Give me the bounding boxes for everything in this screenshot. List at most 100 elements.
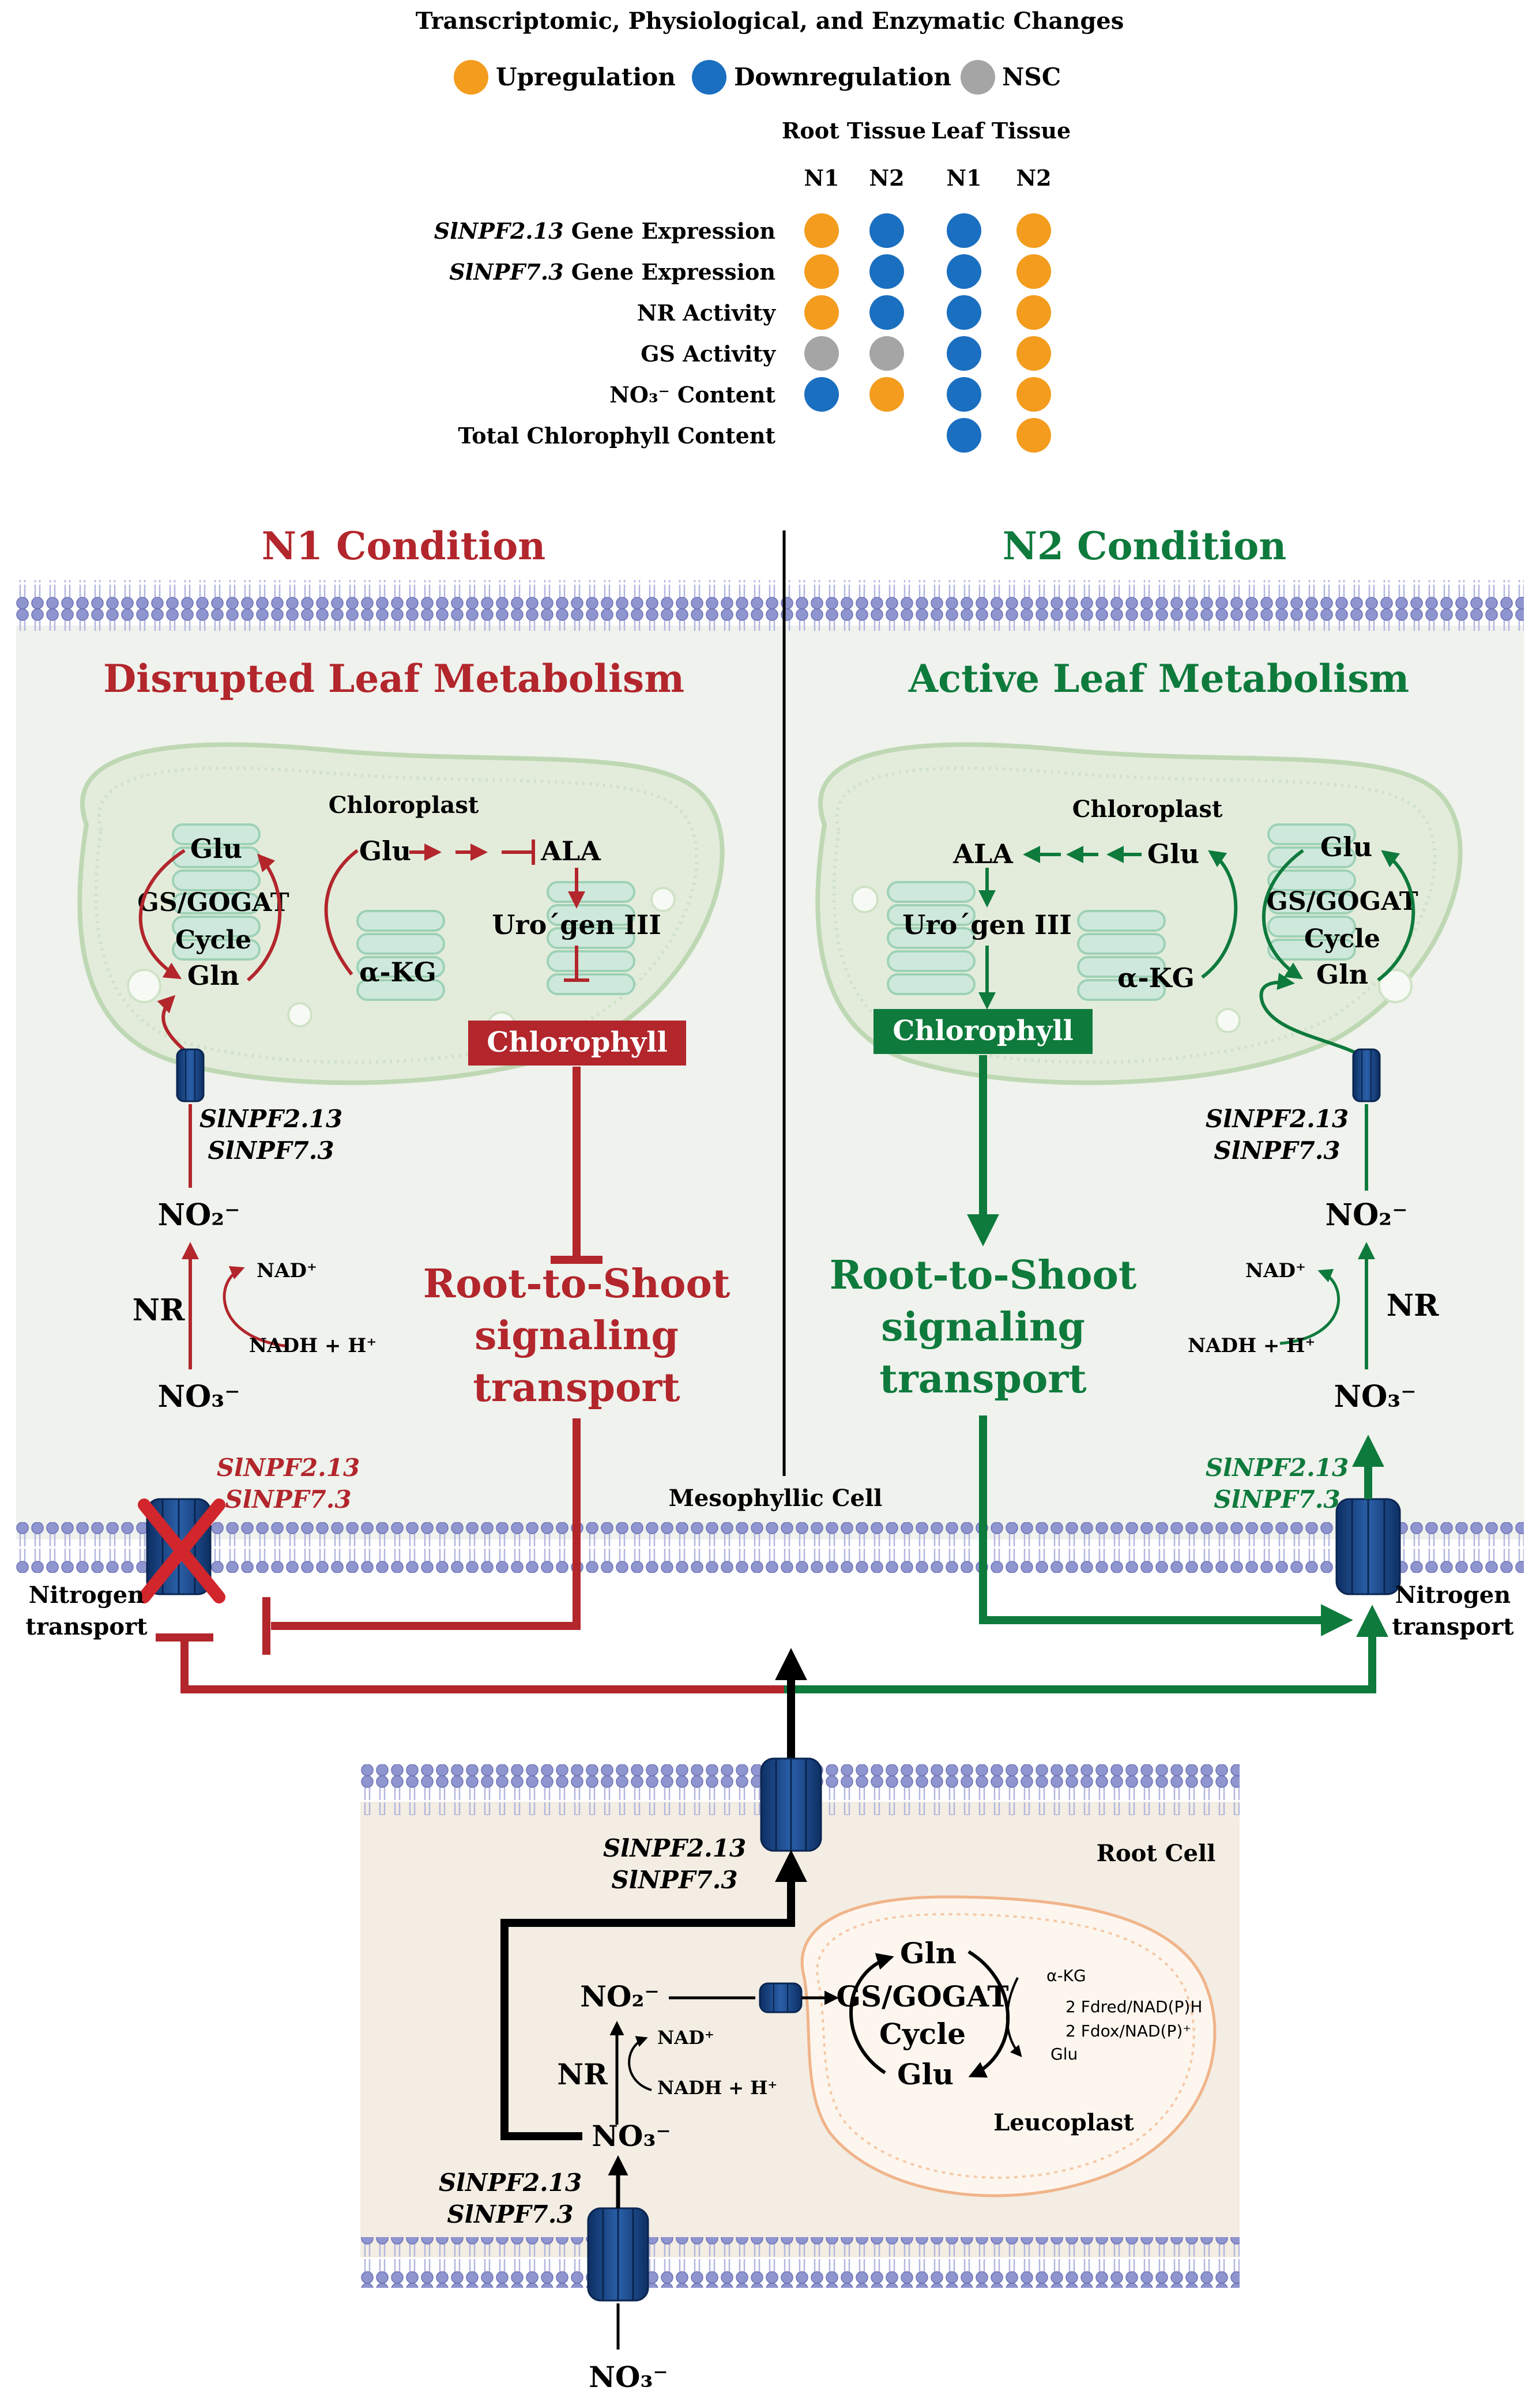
n1-signal-line3: transport	[473, 1365, 680, 1411]
root-fd-red: 2 Fdred/NAD(P)H	[1065, 1997, 1202, 2016]
root-akg: α-KG	[1046, 1966, 1086, 1985]
row-label-gene: SlNPF2.13	[434, 218, 564, 244]
n1-chloroplast-transporter-icon	[176, 1048, 205, 1102]
root-uptake-transporter-label: SlNPF7.3	[447, 2200, 573, 2228]
n2-cofactor-arrow	[1279, 1268, 1340, 1345]
status-dot-up	[1016, 418, 1051, 453]
n1-cycle: Cycle	[175, 925, 251, 955]
row-label: SlNPF2.13 Gene Expression	[434, 218, 775, 244]
n1-cofactor-arrow	[223, 1266, 289, 1348]
n2-transporter-label: SlNPF7.3	[1214, 1136, 1340, 1165]
root-uptake-transporter-icon	[587, 2207, 649, 2302]
row-label-text: Gene Expression	[564, 259, 775, 285]
n1-xylem-path	[180, 1637, 784, 1693]
n2-chlorophyll: Chlorophyll	[893, 1015, 1073, 1047]
n2-nr: NR	[1387, 1288, 1440, 1323]
n1-chlorophyll: Chlorophyll	[487, 1026, 667, 1059]
root-uptake-transporter-label: SlNPF2.13	[439, 2168, 582, 2197]
row-label-text: Gene Expression	[564, 218, 775, 244]
status-dot-up	[804, 254, 839, 289]
leucoplast-organelle	[800, 1895, 1217, 2197]
table-dots	[804, 213, 1051, 453]
status-dot-up	[1016, 377, 1051, 412]
n2-transporter-label: SlNPF2.13	[1206, 1105, 1349, 1133]
n1-akg: α-KG	[359, 957, 436, 988]
n2-signal-line1: Root-to-Shoot	[830, 1252, 1137, 1298]
n2-urogen: Uro´gen III	[902, 909, 1071, 940]
root-xylem-loading-path	[500, 1850, 807, 2140]
n2-akg: α-KG	[1117, 962, 1195, 993]
n2-metabolism-title: Active Leaf Metabolism	[908, 656, 1409, 701]
root-cofactor-arrow	[1006, 1977, 1022, 2058]
status-dot-up	[1016, 295, 1051, 330]
root-gsgogat: GS/GOGAT	[836, 1979, 1008, 2013]
legend-nsc-label: NSC	[1002, 63, 1061, 91]
leaf-membrane-top	[16, 580, 1524, 631]
group-header-root: Root Tissue	[782, 118, 926, 144]
root-fd-ox: 2 Fdox/NAD(P)⁺	[1065, 2021, 1191, 2040]
n1-signal-line1: Root-to-Shoot	[423, 1261, 731, 1307]
root-no2: NO₂⁻	[580, 1979, 660, 2013]
n1-blocked-transporter-label: SlNPF7.3	[225, 1485, 351, 1514]
col-header-root-n1: N1	[804, 165, 839, 191]
n2-chloroplast-arrows	[978, 846, 1415, 1057]
root-gln: Gln	[900, 1936, 957, 1970]
n1-metabolism-title: Disrupted Leaf Metabolism	[103, 656, 684, 701]
root-xylem-transporter-label: SlNPF2.13	[603, 1834, 746, 1862]
legend-up-label: Upregulation	[496, 63, 676, 91]
n2-membrane-transporter-icon	[1335, 1498, 1401, 1595]
n1-glu-mid: Glu	[359, 835, 411, 867]
mesophyll-label: Mesophyllic Cell	[669, 1485, 883, 1512]
status-dot-down	[947, 213, 981, 248]
status-dot-up	[804, 213, 839, 248]
n1-nadh: NADH + H⁺	[249, 1334, 376, 1357]
n1-nitrogen-transport: transport	[25, 1613, 148, 1640]
plastid-transporter-icon	[759, 1982, 803, 2013]
root-xylem-transporter-icon	[760, 1757, 822, 1852]
row-label: GS Activity	[641, 341, 776, 367]
n1-signal-path	[271, 1418, 581, 1630]
n1-chloroplast-arrows	[138, 839, 589, 1057]
root-cell-label: Root Cell	[1097, 1840, 1216, 1867]
status-dot-down	[869, 295, 904, 330]
row-label: NR Activity	[637, 300, 776, 326]
status-dot-down	[869, 213, 904, 248]
root-nad: NAD⁺	[657, 2027, 714, 2049]
root-glu-small: Glu	[1050, 2045, 1078, 2064]
n1-gsgogat: GS/GOGAT	[137, 888, 289, 917]
status-dot-up	[1016, 213, 1051, 248]
status-dot-up	[804, 295, 839, 330]
legend-down-label: Downregulation	[734, 63, 951, 91]
row-label-gene: SlNPF7.3	[449, 259, 563, 285]
n1-transporter-label: SlNPF2.13	[199, 1105, 342, 1133]
root-nr: NR	[557, 2057, 608, 2091]
n1-glu-left: Glu	[190, 833, 242, 864]
n2-no2: NO₂⁻	[1325, 1198, 1407, 1233]
n2-signal-line3: transport	[879, 1356, 1087, 1402]
status-dot-down	[947, 295, 981, 330]
n2-nad: NAD⁺	[1245, 1259, 1306, 1282]
n2-no3: NO₃⁻	[1334, 1379, 1416, 1414]
n2-xylem-path	[784, 1605, 1388, 1693]
n2-chloroplast	[815, 742, 1463, 1085]
n2-entry-transporter-label: SlNPF2.13	[1206, 1454, 1349, 1482]
n1-condition-title: N1 Condition	[262, 524, 546, 569]
col-header-leaf-n1: N1	[946, 165, 981, 191]
status-dot-up	[869, 377, 904, 412]
leaf-membrane-bottom	[16, 1522, 1524, 1573]
legend-title: Transcriptomic, Physiological, and Enzym…	[416, 7, 1124, 35]
root-membrane-bottom	[360, 2237, 1240, 2288]
n1-nitrogen-transport: Nitrogen	[29, 1582, 145, 1609]
n2-glu-mid: Glu	[1147, 838, 1199, 869]
n1-nad: NAD⁺	[257, 1259, 317, 1282]
status-dot-up	[1016, 336, 1051, 371]
n2-nitrogen-transport: transport	[1392, 1613, 1514, 1640]
root-glu: Glu	[897, 2057, 954, 2091]
status-dot-nsc	[804, 336, 839, 371]
status-dot-down	[804, 377, 839, 412]
status-dot-down	[869, 254, 904, 289]
status-dot-down	[947, 377, 981, 412]
n2-ala: ALA	[952, 838, 1014, 869]
